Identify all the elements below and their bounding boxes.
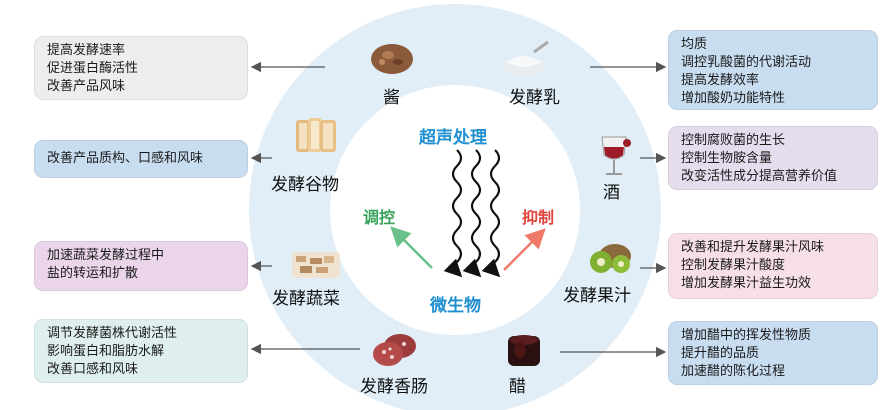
juice-effect-line: 控制发酵果汁酸度 bbox=[681, 258, 786, 273]
yogurt-effects-box: 均质 调控乳酸菌的代谢活动 提高发酵效率 增加酸奶功能特性 bbox=[668, 30, 878, 110]
kiwi-fruit-icon bbox=[585, 240, 637, 276]
juice-effect-line: 增加发酵果汁益生功效 bbox=[681, 276, 812, 291]
inhibit-label: 抑制 bbox=[522, 208, 555, 227]
pickled-vegetable-icon bbox=[290, 248, 342, 282]
sauce-effect-line: 促进蛋白酶活性 bbox=[47, 61, 139, 76]
center-title: 超声处理 bbox=[419, 128, 487, 148]
juice-effect-line: 改善和提升发酵果汁风味 bbox=[681, 240, 825, 255]
grain-effects-box: 改善产品质构、口感和风味 bbox=[34, 140, 248, 178]
vinegar-effect-line: 加速醋的陈化过程 bbox=[681, 364, 786, 379]
sausage-effect-line: 改善口感和风味 bbox=[47, 362, 139, 377]
sauce-effect-line: 改善产品风味 bbox=[47, 79, 126, 94]
vinegar-bowl-icon bbox=[500, 330, 548, 370]
sausage-effect-line: 影响蛋白和脂肪水解 bbox=[47, 344, 165, 359]
grain-effect-line: 改善产品质构、口感和风味 bbox=[47, 151, 204, 166]
yogurt-effect-line: 增加酸奶功能特性 bbox=[681, 91, 786, 106]
sausage-effects-box: 调节发酵菌株代谢活性 影响蛋白和脂肪水解 改善口感和风味 bbox=[34, 319, 248, 383]
vegetable-effects-box: 加速蔬菜发酵过程中 盐的转运和扩散 bbox=[34, 241, 248, 291]
center-bottom-label: 微生物 bbox=[430, 296, 481, 316]
vegetable-effect-line: 盐的转运和扩散 bbox=[47, 266, 139, 281]
sauce-photo-icon bbox=[368, 40, 416, 76]
wine-effects-box: 控制腐败菌的生长 控制生物胺含量 改变活性成分提高营养价值 bbox=[668, 126, 878, 190]
sausage-slices-icon bbox=[370, 330, 420, 370]
sausage-effect-line: 调节发酵菌株代谢活性 bbox=[47, 326, 178, 341]
grain-label: 发酵谷物 bbox=[271, 175, 339, 195]
wine-effect-line: 控制腐败菌的生长 bbox=[681, 133, 786, 148]
sauce-effect-line: 提高发酵速率 bbox=[47, 43, 126, 58]
bread-photo-icon bbox=[292, 114, 344, 156]
wine-effect-line: 控制生物胺含量 bbox=[681, 151, 773, 166]
juice-effects-box: 改善和提升发酵果汁风味 控制发酵果汁酸度 增加发酵果汁益生功效 bbox=[668, 233, 878, 299]
yogurt-effect-line: 调控乳酸菌的代谢活动 bbox=[681, 55, 812, 70]
juice-label: 发酵果汁 bbox=[563, 286, 631, 306]
wine-effect-line: 改变活性成分提高营养价值 bbox=[681, 169, 838, 184]
wine-label: 酒 bbox=[603, 183, 620, 203]
yogurt-photo-icon bbox=[500, 38, 552, 78]
sauce-effects-box: 提高发酵速率 促进蛋白酶活性 改善产品风味 bbox=[34, 36, 248, 100]
vinegar-effect-line: 提升醋的品质 bbox=[681, 346, 760, 361]
vegetable-label: 发酵蔬菜 bbox=[272, 289, 340, 309]
wine-glass-icon bbox=[596, 135, 632, 177]
inhibit-arrow bbox=[503, 228, 546, 271]
vegetable-effect-line: 加速蔬菜发酵过程中 bbox=[47, 248, 165, 263]
yogurt-effect-line: 提高发酵效率 bbox=[681, 73, 760, 88]
vinegar-effects-box: 增加醋中的挥发性物质 提升醋的品质 加速醋的陈化过程 bbox=[668, 321, 878, 385]
regulate-arrow bbox=[390, 226, 433, 269]
regulate-label: 调控 bbox=[363, 208, 396, 227]
vinegar-effect-line: 增加醋中的挥发性物质 bbox=[681, 328, 812, 343]
sauce-label: 酱 bbox=[383, 88, 400, 108]
sausage-label: 发酵香肠 bbox=[360, 377, 428, 397]
ultrasound-waves bbox=[443, 149, 501, 278]
yogurt-label: 发酵乳 bbox=[509, 88, 560, 108]
connector-arrows bbox=[250, 61, 667, 358]
yogurt-effect-line: 均质 bbox=[681, 37, 708, 52]
vinegar-label: 醋 bbox=[509, 377, 526, 397]
